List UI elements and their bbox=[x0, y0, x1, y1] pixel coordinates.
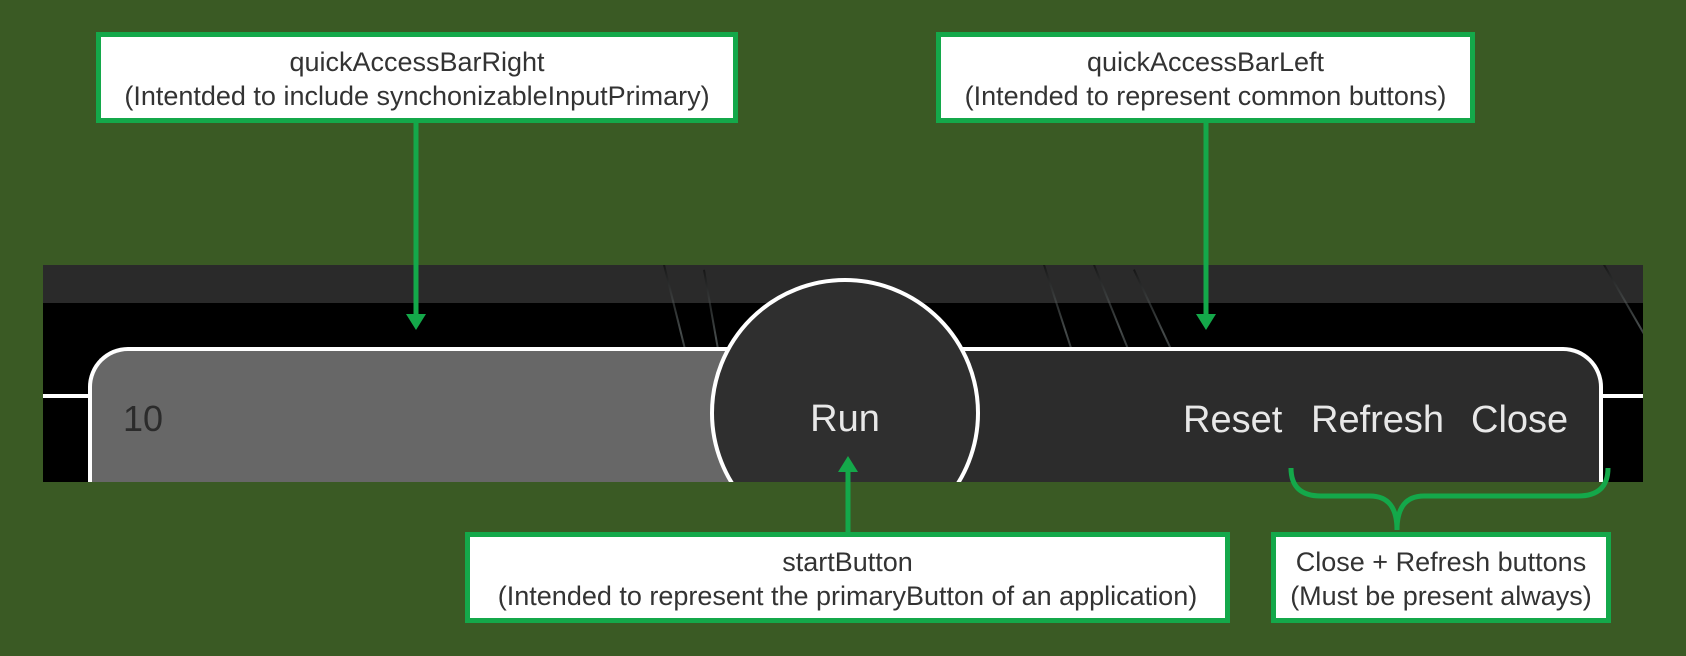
start-button[interactable]: Run bbox=[710, 278, 980, 482]
synchronizable-input-value[interactable]: 10 bbox=[123, 398, 164, 439]
arrow-head-up-icon bbox=[838, 456, 858, 472]
quick-access-bar-left bbox=[923, 347, 1603, 482]
arrow-head-down-icon bbox=[1196, 314, 1216, 330]
annotation-quick-access-bar-left: quickAccessBarLeft (Intended to represen… bbox=[936, 32, 1475, 123]
annotation-quick-access-bar-right: quickAccessBarRight (Intentded to includ… bbox=[96, 32, 738, 123]
annotation-note: (Must be present always) bbox=[1290, 581, 1592, 611]
refresh-button[interactable]: Refresh bbox=[1311, 399, 1445, 441]
annotation-note: (Intended to represent the primaryButton… bbox=[497, 581, 1198, 611]
annotation-title: startButton bbox=[782, 547, 913, 577]
close-button[interactable]: Close bbox=[1471, 399, 1569, 441]
arrow-head-down-icon bbox=[406, 314, 426, 330]
app-footer-screenshot: 10 Reset Refresh Close Run bbox=[43, 265, 1643, 482]
annotation-note: (Intended to represent common buttons) bbox=[964, 81, 1447, 111]
annotation-title: quickAccessBarLeft bbox=[1086, 47, 1325, 77]
annotation-title: Close + Refresh buttons bbox=[1295, 547, 1587, 577]
annotation-note: (Intentded to include synchonizableInput… bbox=[124, 81, 710, 111]
quick-access-bar-right bbox=[88, 347, 768, 482]
annotation-title: quickAccessBarRight bbox=[289, 47, 545, 77]
start-button-label: Run bbox=[810, 398, 880, 440]
annotation-start-button: startButton (Intended to represent the p… bbox=[465, 532, 1230, 623]
annotation-close-refresh-buttons: Close + Refresh buttons (Must be present… bbox=[1271, 532, 1611, 623]
reset-button[interactable]: Reset bbox=[1183, 399, 1283, 441]
close-refresh-brace bbox=[1288, 467, 1611, 531]
